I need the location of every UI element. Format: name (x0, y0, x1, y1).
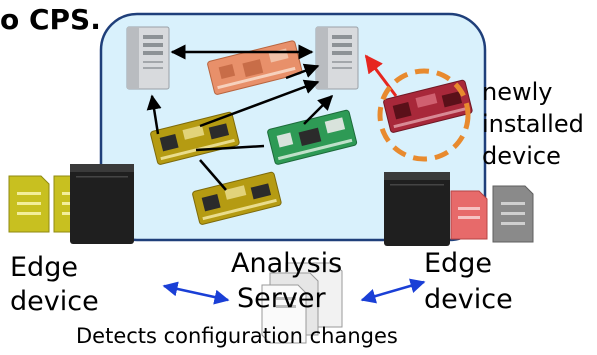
link-arrow (303, 94, 334, 125)
server-tower-icon (126, 26, 170, 90)
circuit-board-icon (383, 79, 473, 133)
analysis-server-label-line1: Analysis (231, 248, 343, 279)
new-device-ring (377, 68, 471, 162)
link-arrow (285, 63, 320, 80)
edge-left-label-line1: Edge (10, 252, 78, 283)
document-icon (492, 185, 534, 243)
new-device-label-line2: installed (482, 110, 584, 138)
edge-device-icon (384, 172, 450, 246)
analysis-server-icon (261, 262, 343, 344)
sync-arrow-right (360, 278, 426, 304)
analysis-server-label-line2: Server (237, 283, 326, 314)
title-fragment: o CPS. (0, 3, 101, 36)
circuit-board-icon (267, 109, 358, 165)
server-tower-icon (315, 26, 359, 90)
link-arrow (195, 144, 265, 152)
sync-arrow-left (162, 281, 230, 305)
edge-device-icon (70, 164, 134, 244)
link-arrow (146, 94, 162, 135)
link-arrow (199, 159, 227, 191)
edge-right-label-line2: device (424, 284, 513, 315)
circuit-board-icon (192, 171, 282, 225)
new-device-label-line1: newly (482, 78, 553, 106)
caption: Detects configuration changes (76, 324, 398, 348)
edge-left-label-line2: device (10, 286, 99, 317)
edge-right-label-line1: Edge (424, 248, 492, 279)
new-device-label-line3: device (482, 142, 561, 170)
document-icon (8, 175, 50, 233)
document-icon (450, 190, 488, 240)
link-arrow (199, 79, 320, 128)
